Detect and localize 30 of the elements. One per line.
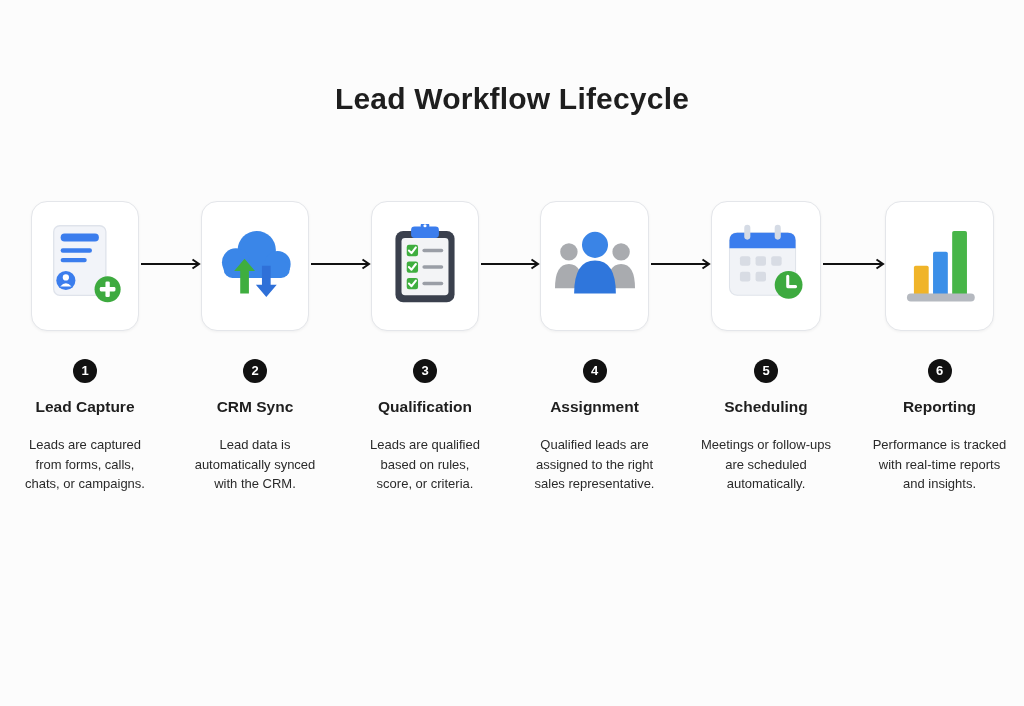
step-title: Reporting <box>901 398 978 416</box>
step-title: CRM Sync <box>215 398 295 416</box>
step-description: Performance is tracked with real-time reports and insights. <box>871 436 1008 493</box>
step-description: Lead data is automatically synced with the CRM. <box>193 436 317 493</box>
icon-tile <box>201 201 309 331</box>
diagram-title: Lead Workflow Lifecycle <box>334 82 690 116</box>
step-description: Meetings or follow-ups are scheduled automatically. <box>699 436 833 493</box>
step-number: 1 <box>73 359 97 383</box>
step-description: Leads are qualified based on rules, score, or criteria. <box>369 436 481 493</box>
step-number: 6 <box>927 359 952 383</box>
step-number: 4 <box>582 359 607 383</box>
icon-tile <box>885 201 994 331</box>
icon-tile <box>540 201 649 331</box>
arrow <box>140 258 200 270</box>
icon-tile <box>371 201 479 331</box>
step-title: Qualification <box>377 398 473 416</box>
step-title: Lead Capture <box>34 398 136 416</box>
arrow <box>310 258 370 270</box>
step-description: Qualified leads are assigned to the right sales representative. <box>533 436 656 493</box>
step-number: 5 <box>754 359 778 383</box>
icon-tile <box>711 201 821 331</box>
arrow <box>650 258 710 270</box>
step-title: Scheduling <box>723 398 809 416</box>
arrow <box>822 258 884 270</box>
arrow <box>480 258 539 270</box>
step-number: 2 <box>243 359 267 383</box>
step-number: 3 <box>413 359 437 383</box>
step-title: Assignment <box>549 398 640 416</box>
icon-tile <box>31 201 139 331</box>
step-description: Leads are captured from forms, calls, chats, or campaigns. <box>24 436 146 493</box>
